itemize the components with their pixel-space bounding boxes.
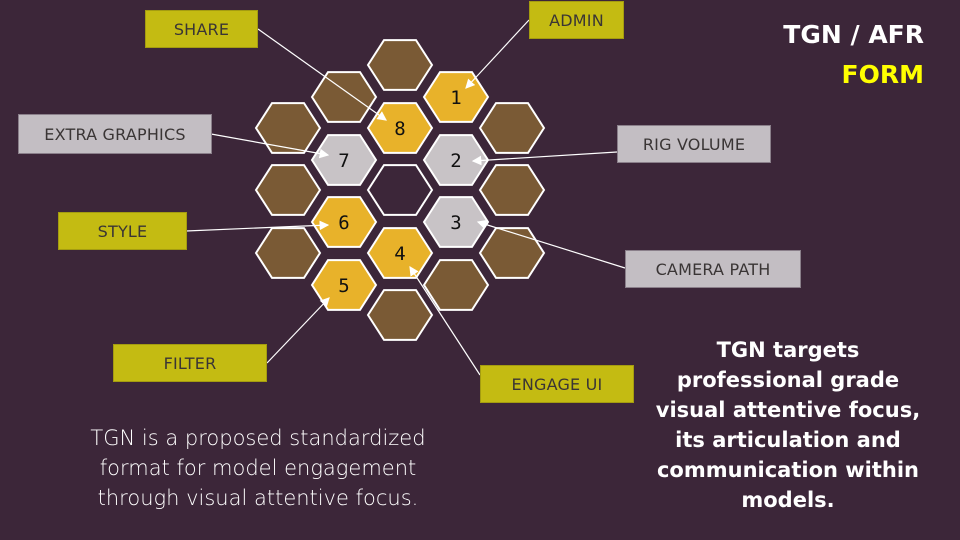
hex-number-4: 4 — [394, 243, 405, 265]
arrow-style — [185, 220, 330, 232]
label-style: STYLE — [58, 212, 187, 250]
description-right: TGN targets professional grade visual at… — [638, 335, 938, 515]
label-extra-graphics: EXTRA GRAPHICS — [18, 114, 212, 154]
text-line: professional grade — [676, 368, 900, 392]
hex-number-2: 2 — [450, 150, 461, 172]
hex-cell-blank — [254, 227, 322, 279]
hex-cell-2 — [422, 134, 490, 186]
page-title: TGN / AFR — [783, 20, 924, 49]
hex-cell-blank — [254, 102, 322, 154]
hex-cell-blank — [478, 164, 546, 216]
arrow-filter — [266, 297, 330, 364]
hex-number-5: 5 — [338, 275, 349, 297]
hex-cell-blank — [310, 71, 378, 123]
text-line: format for model engagement — [99, 456, 417, 480]
arrow-admin — [465, 19, 530, 89]
arrow-engage-ui — [409, 265, 481, 376]
arrow-extra-graphics — [210, 133, 330, 159]
hex-cell-blank — [422, 259, 490, 311]
label-camera-path: CAMERA PATH — [625, 250, 801, 288]
arrow-camera-path — [476, 219, 626, 269]
text-line: communication within — [656, 458, 920, 482]
hex-cell-blank — [366, 289, 434, 341]
hex-cell-6 — [310, 196, 378, 248]
hex-center-empty — [366, 164, 434, 216]
hex-number-3: 3 — [450, 212, 461, 234]
text-line: through visual attentive focus. — [97, 486, 419, 510]
hex-cell-blank — [254, 164, 322, 216]
hex-cell-blank — [366, 39, 434, 91]
text-line: TGN is a proposed standardized — [90, 426, 426, 450]
arrow-share — [257, 28, 387, 121]
page-subtitle: FORM — [841, 60, 924, 89]
label-share: SHARE — [145, 10, 258, 48]
text-line: TGN targets — [716, 338, 860, 362]
hex-cell-4 — [366, 227, 434, 279]
text-line: its articulation and — [675, 428, 901, 452]
description-left: TGN is a proposed standardized format fo… — [28, 423, 488, 513]
hex-number-8: 8 — [394, 118, 405, 140]
label-filter: FILTER — [113, 344, 267, 382]
label-rig-volume: RIG VOLUME — [617, 125, 771, 163]
hex-cell-blank — [478, 102, 546, 154]
hex-cell-blank — [478, 227, 546, 279]
label-admin: ADMIN — [529, 1, 624, 39]
hex-cell-7 — [310, 134, 378, 186]
hex-number-1: 1 — [450, 87, 461, 109]
hex-number-7: 7 — [338, 150, 349, 172]
label-engage-ui: ENGAGE UI — [480, 365, 634, 403]
text-line: models. — [741, 488, 835, 512]
hex-number-6: 6 — [338, 212, 349, 234]
arrow-rig-volume — [471, 151, 618, 166]
hex-cell-3 — [422, 196, 490, 248]
text-line: visual attentive focus, — [655, 398, 921, 422]
